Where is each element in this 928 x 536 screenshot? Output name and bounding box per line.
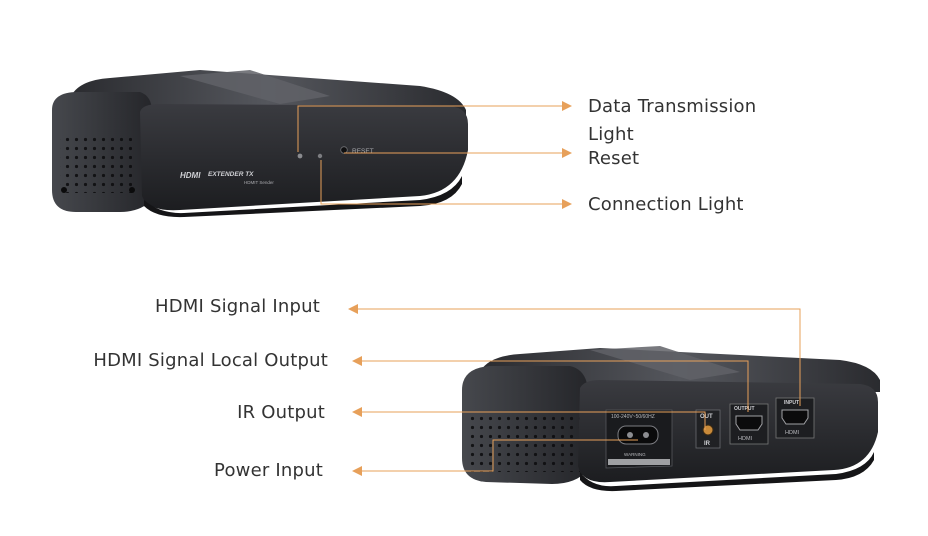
- voltage-label: 100-240V~50/60HZ: [611, 414, 655, 420]
- label-ir-output: IR Output: [237, 402, 325, 423]
- label-connection-light: Connection Light: [588, 194, 744, 215]
- callout-arrow-hdmi-output: [352, 356, 362, 366]
- label-reset: Reset: [588, 148, 640, 169]
- callout-arrow-reset: [562, 148, 572, 158]
- back-device: 100-240V~50/60HZ WARNING OUT IR OUTPUT H…: [462, 346, 880, 492]
- back-callouts: [348, 304, 801, 476]
- callout-line-hdmi-input: [356, 308, 801, 406]
- hdmi-input-port[interactable]: [781, 409, 809, 425]
- ir-out-label: OUT: [700, 414, 713, 420]
- data-transmission-light-icon: [297, 153, 303, 159]
- front-device-base: [144, 176, 462, 218]
- callout-line-power-input: [360, 439, 638, 472]
- front-device-face: [140, 104, 468, 211]
- connection-light-icon: [317, 153, 323, 159]
- warning-strip: [608, 459, 670, 465]
- power-pin: [627, 432, 633, 438]
- device-subtitle: HDMIT Sender: [244, 180, 274, 185]
- hdmi-output-port[interactable]: [735, 415, 763, 431]
- ir-label: IR: [704, 441, 711, 447]
- hdmi-input-text: INPUT: [784, 400, 799, 406]
- label-hdmi-signal-input: HDMI Signal Input: [155, 296, 320, 317]
- label-data-transmission: Data Transmission: [588, 96, 757, 117]
- back-device-top-strip: [590, 346, 740, 380]
- hdmi-output-label: HDMI: [738, 436, 753, 442]
- callout-arrow-ir-output: [352, 407, 362, 417]
- screw-hole: [61, 187, 67, 193]
- hdmi-output-text: OUTPUT: [734, 406, 755, 412]
- device-brand: HDMI: [180, 171, 201, 180]
- callout-line-hdmi-output: [360, 360, 749, 412]
- device-model: EXTENDER TX: [208, 171, 254, 178]
- reset-button-hole[interactable]: [340, 146, 348, 154]
- callout-arrow-connection: [562, 199, 572, 209]
- label-power-input: Power Input: [214, 460, 323, 481]
- callout-line-connection: [320, 160, 565, 205]
- callout-line-data-transmission: [297, 105, 565, 152]
- callout-arrow-data-transmission: [562, 101, 572, 111]
- power-pin: [643, 432, 649, 438]
- back-device-base: [580, 452, 874, 492]
- front-device-top-strip: [180, 70, 330, 104]
- front-device: HDMI EXTENDER TX HDMIT Sender RESET: [52, 70, 468, 218]
- front-device-vents: [60, 135, 132, 193]
- callout-arrow-power-input: [352, 466, 362, 476]
- screw-hole: [129, 187, 135, 193]
- back-device-vents: [470, 412, 580, 472]
- label-hdmi-signal-local-output: HDMI Signal Local Output: [93, 350, 328, 371]
- power-input-socket[interactable]: [617, 425, 659, 445]
- front-callouts: [297, 101, 572, 209]
- warning-label: WARNING: [624, 452, 646, 457]
- hdmi-input-label: HDMI: [785, 430, 800, 436]
- callout-line-ir-output: [360, 411, 706, 430]
- reset-device-label: RESET: [352, 148, 374, 155]
- callout-arrow-hdmi-input: [348, 304, 358, 314]
- label-data-transmission-light: Light: [588, 124, 634, 145]
